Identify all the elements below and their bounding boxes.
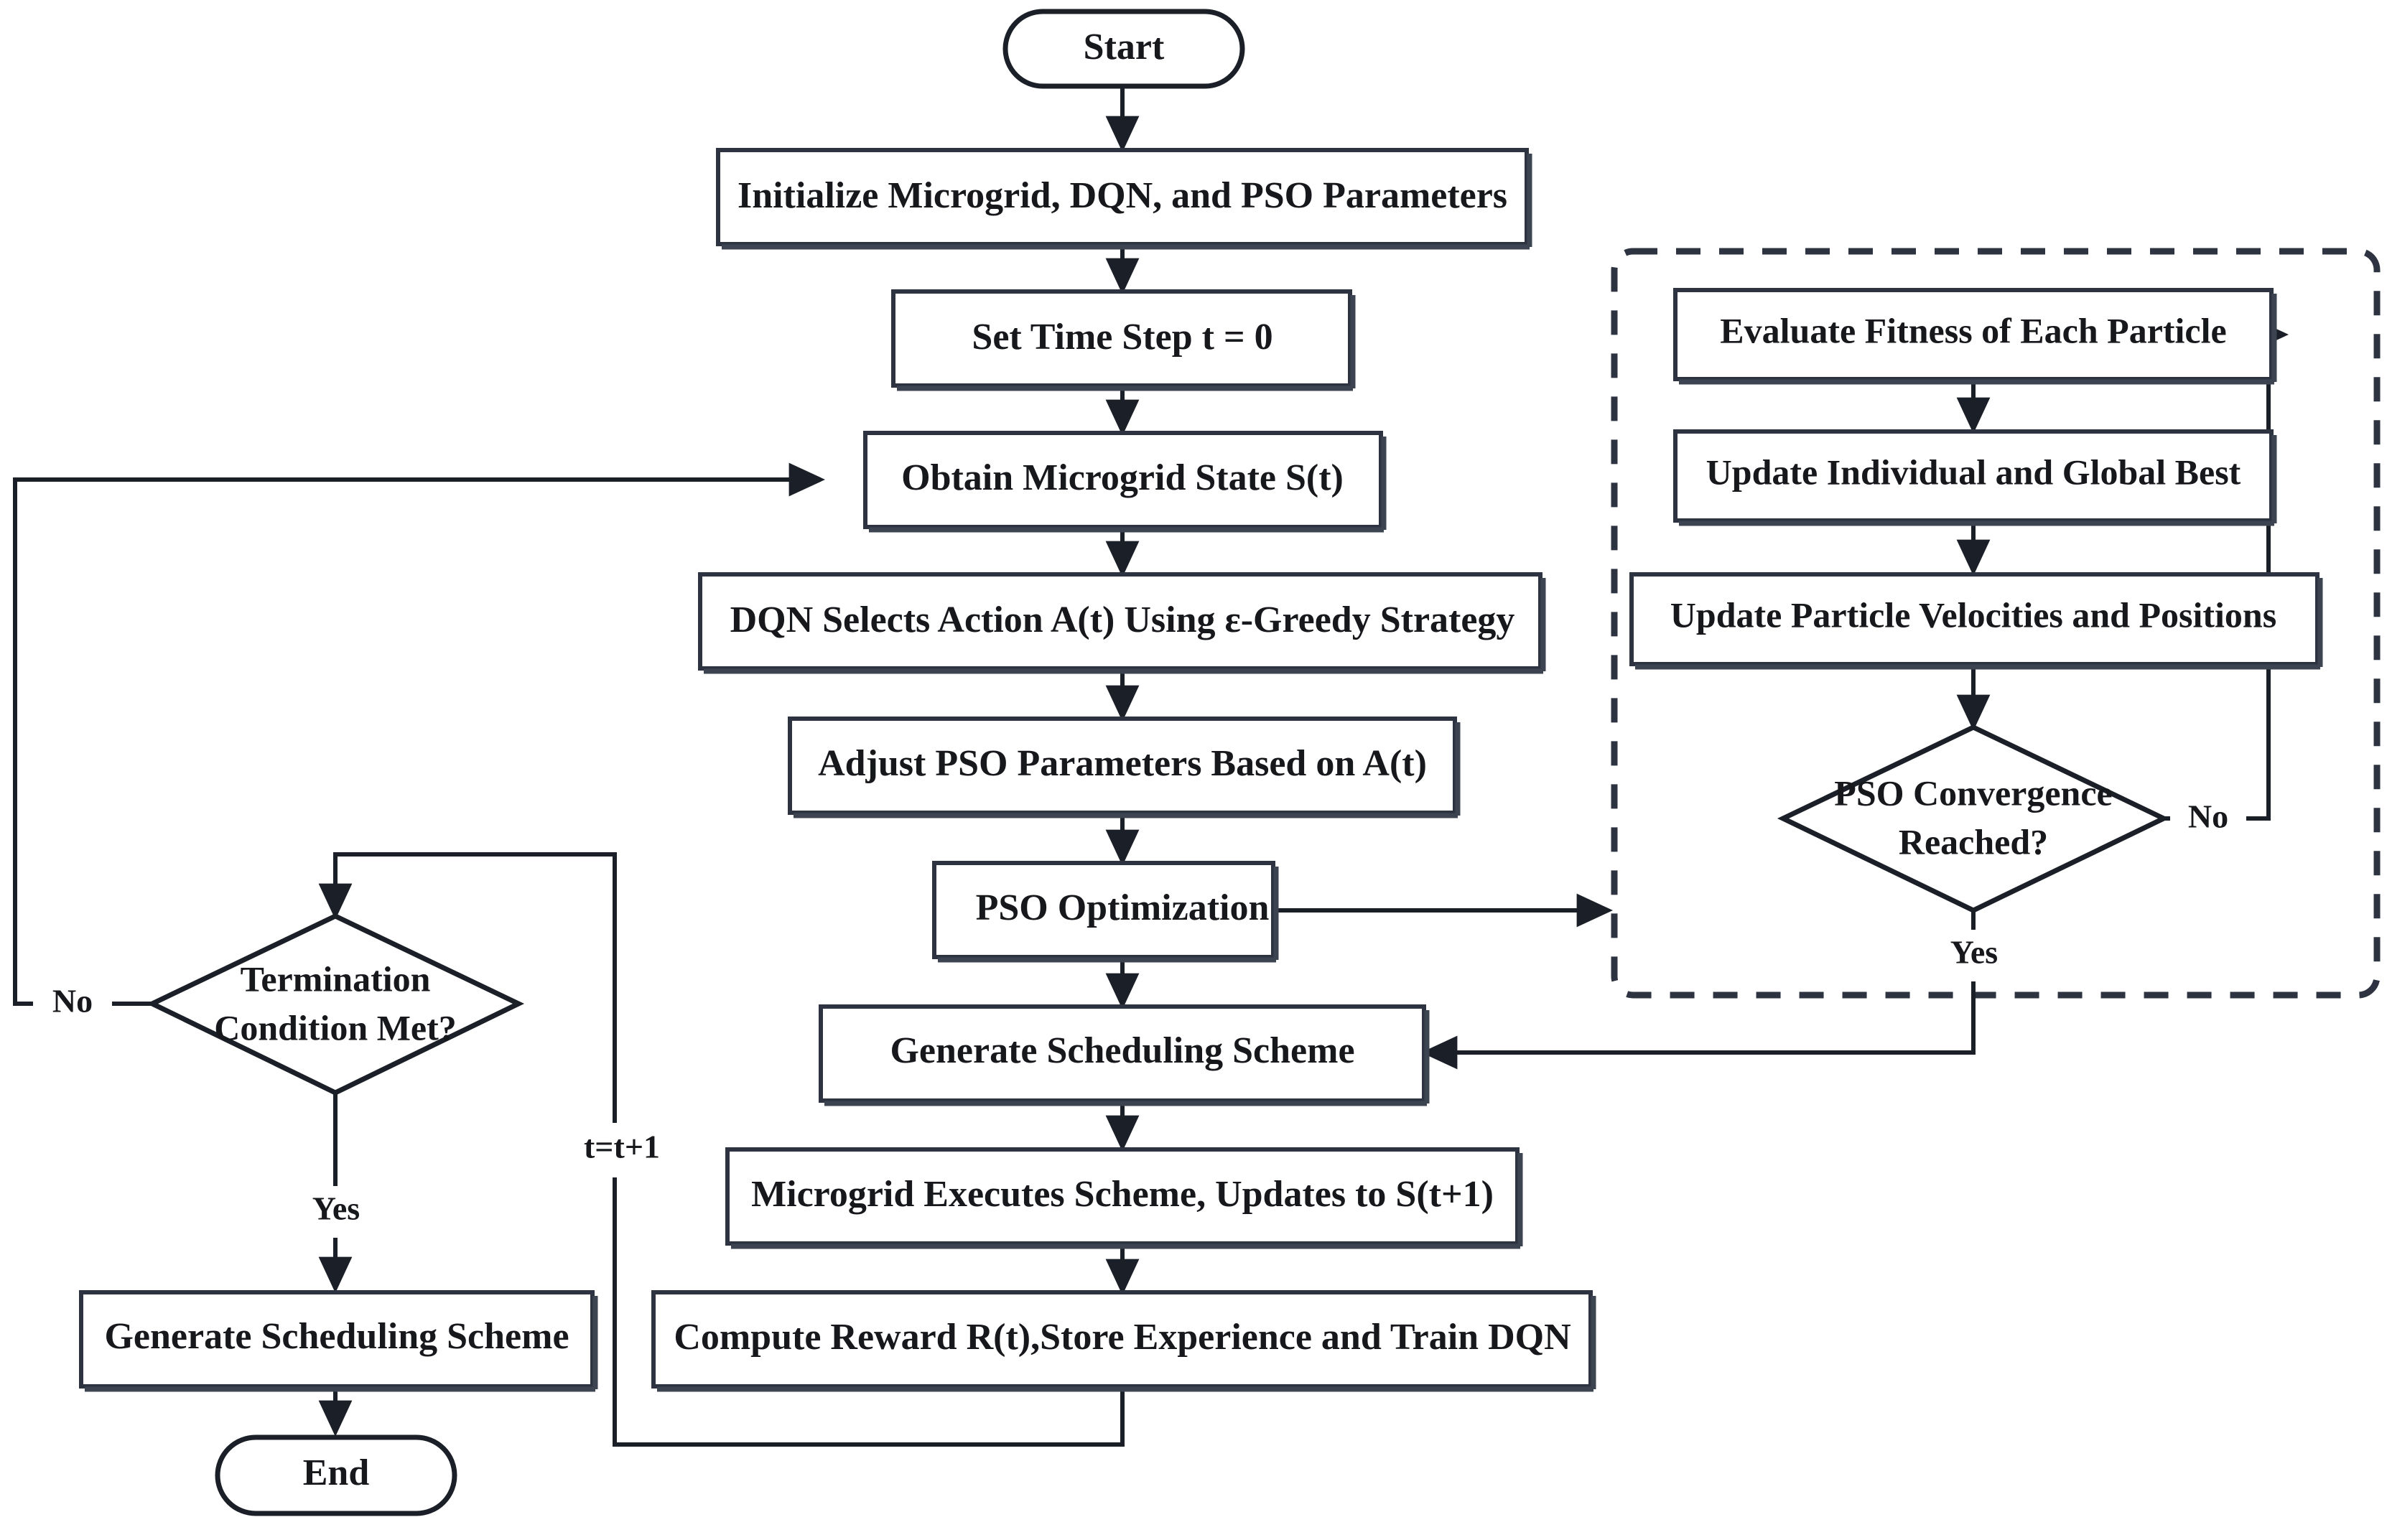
edge-label-termination-no-text: No	[52, 983, 93, 1019]
node-update-particle-velocities-label: Update Particle Velocities and Positions	[1670, 594, 2276, 635]
node-adjust-pso-parameters-label: Adjust PSO Parameters Based on A(t)	[818, 743, 1427, 784]
node-pso-convergence-condition[interactable]: PSO Convergence Reached?	[1777, 724, 2170, 913]
node-initialize-parameters[interactable]: Initialize Microgrid, DQN, and PSO Param…	[716, 148, 1532, 250]
node-generate-scheduling-scheme-main[interactable]: Generate Scheduling Scheme	[819, 1004, 1430, 1106]
edge-pso-converge-yes-to-gen-sched	[1421, 910, 1976, 1070]
edge-label-pso-no: No	[2170, 793, 2246, 845]
edge-label-termination-yes-text: Yes	[312, 1190, 360, 1227]
node-compute-reward-train-dqn[interactable]: Compute Reward R(t),Store Experience and…	[651, 1290, 1596, 1392]
edge-label-t-increment: t=t+1	[567, 1123, 697, 1177]
node-generate-scheduling-scheme-end-label: Generate Scheduling Scheme	[104, 1316, 569, 1357]
node-obtain-microgrid-state[interactable]: Obtain Microgrid State S(t)	[863, 431, 1387, 533]
node-update-individual-global-best-label: Update Individual and Global Best	[1706, 452, 2241, 492]
node-microgrid-executes-scheme-label: Microgrid Executes Scheme, Updates to S(…	[751, 1174, 1494, 1215]
node-start-label: Start	[1084, 27, 1165, 67]
node-update-individual-global-best[interactable]: Update Individual and Global Best	[1673, 429, 2277, 526]
node-pso-optimization-label: PSO Optimization	[976, 887, 1270, 928]
node-termination-condition-label-line1: Termination	[241, 958, 431, 999]
edge-termination-no-to-obtain-state	[13, 462, 825, 1006]
edge-label-t-increment-text: t=t+1	[584, 1129, 660, 1165]
node-adjust-pso-parameters[interactable]: Adjust PSO Parameters Based on A(t)	[788, 717, 1461, 818]
node-set-time-step[interactable]: Set Time Step t = 0	[891, 289, 1356, 391]
node-start[interactable]: Start	[1002, 9, 1245, 89]
node-obtain-microgrid-state-label: Obtain Microgrid State S(t)	[901, 457, 1344, 498]
node-microgrid-executes-scheme[interactable]: Microgrid Executes Scheme, Updates to S(…	[725, 1147, 1523, 1249]
node-update-particle-velocities[interactable]: Update Particle Velocities and Positions	[1629, 572, 2323, 670]
node-generate-scheduling-scheme-end[interactable]: Generate Scheduling Scheme	[79, 1290, 598, 1392]
edge-label-termination-no: No	[33, 978, 112, 1030]
node-termination-condition[interactable]: Termination Condition Met?	[146, 913, 525, 1096]
node-compute-reward-train-dqn-label: Compute Reward R(t),Store Experience and…	[674, 1317, 1571, 1358]
node-pso-optimization[interactable]: PSO Optimization	[932, 861, 1279, 963]
node-pso-convergence-label-line2: Reached?	[1899, 821, 2048, 862]
node-end[interactable]: End	[215, 1434, 457, 1516]
node-evaluate-fitness[interactable]: Evaluate Fitness of Each Particle	[1673, 288, 2277, 385]
node-dqn-select-action-label: DQN Selects Action A(t) Using ε-Greedy S…	[730, 599, 1515, 640]
node-initialize-parameters-label: Initialize Microgrid, DQN, and PSO Param…	[737, 175, 1507, 216]
pso-inner-loop-dashed-group	[1611, 248, 2381, 999]
node-generate-scheduling-scheme-main-label: Generate Scheduling Scheme	[890, 1030, 1354, 1071]
node-set-time-step-label: Set Time Step t = 0	[972, 317, 1272, 358]
node-end-label: End	[303, 1452, 370, 1493]
edge-label-termination-yes: Yes	[292, 1186, 380, 1238]
node-evaluate-fitness-label: Evaluate Fitness of Each Particle	[1720, 310, 2226, 350]
node-pso-convergence-label-line1: PSO Convergence	[1834, 773, 2112, 813]
node-dqn-select-action[interactable]: DQN Selects Action A(t) Using ε-Greedy S…	[698, 572, 1546, 674]
edge-label-pso-yes-text: Yes	[1950, 934, 1998, 971]
node-termination-condition-label-line2: Condition Met?	[214, 1007, 457, 1047]
edge-label-pso-no-text: No	[2188, 798, 2228, 835]
edge-label-pso-yes: Yes	[1930, 930, 2018, 981]
